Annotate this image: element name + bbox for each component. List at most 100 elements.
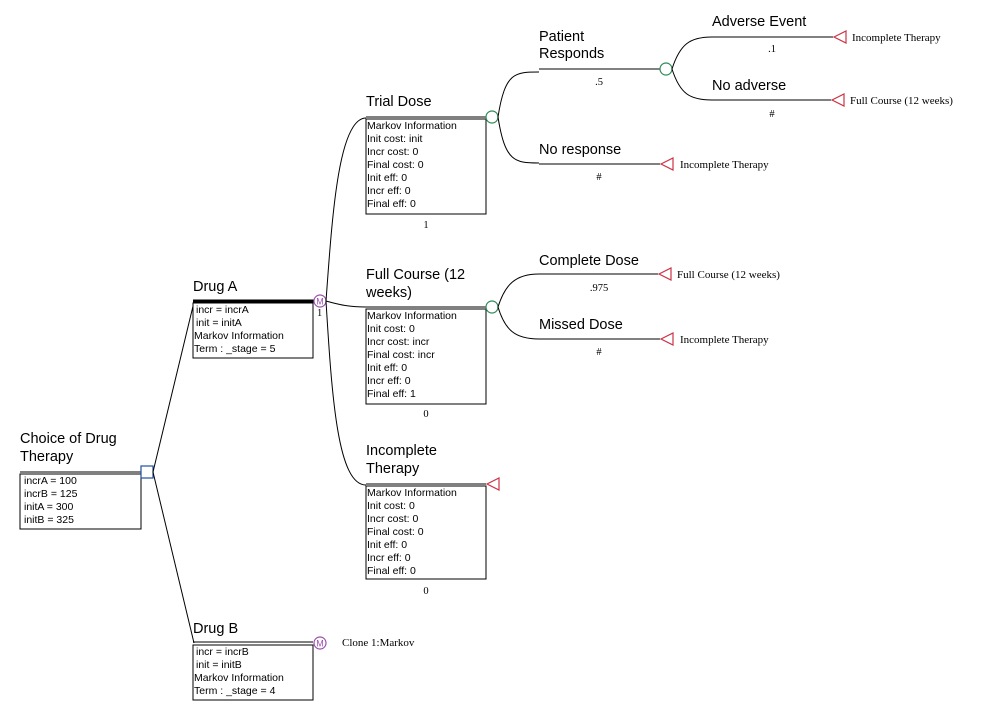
adverse-event-prob: .1 <box>768 44 776 55</box>
trial-dose-box-line: Incr eff: 0 <box>367 185 411 197</box>
markov-node-letter: M <box>316 297 324 307</box>
drug-b-box-line: Term : _stage = 4 <box>194 685 276 697</box>
chance-node-icon[interactable] <box>659 62 673 76</box>
no-response-prob: # <box>596 172 602 183</box>
root-box-line: incrB = 125 <box>24 488 78 500</box>
trial-dose-node-group: Trial Dose Markov Information Init cost:… <box>365 94 499 231</box>
complete-dose-node-group: Complete Dose .975 Full Course (12 weeks… <box>539 253 780 294</box>
trial-dose-box-line: Incr cost: 0 <box>367 146 419 158</box>
drug-b-box-line: incr = incrB <box>196 646 249 658</box>
drug-a-prob: 1 <box>317 308 322 319</box>
incomplete-box-line: Final eff: 0 <box>367 565 416 577</box>
full-course-box-line: Init cost: 0 <box>367 323 415 335</box>
connector-to-drug-a <box>152 301 195 473</box>
full-course-info-box <box>365 308 487 405</box>
trial-dose-prob: 1 <box>423 220 428 231</box>
drug-a-info-box <box>192 302 314 359</box>
drug-a-node-group: Drug A incr = incrA init = initA Markov … <box>192 279 327 359</box>
complete-dose-terminal: Full Course (12 weeks) <box>677 269 780 281</box>
root-label-line-2: Therapy <box>20 449 74 465</box>
no-response-label: No response <box>539 142 621 158</box>
incomplete-box-line: Init eff: 0 <box>367 539 407 551</box>
connector-to-adverse-event <box>671 36 713 70</box>
trial-dose-box-line: Final eff: 0 <box>367 198 416 210</box>
patient-responds-label-line-1: Patient <box>539 29 584 45</box>
patient-responds-label-line-2: Responds <box>539 46 604 62</box>
adverse-event-node-group: Adverse Event .1 Incomplete Therapy <box>712 14 941 55</box>
root-box-line: incrA = 100 <box>24 475 77 487</box>
connector-to-full-course <box>325 300 367 308</box>
full-course-label-line-1: Full Course (12 <box>366 267 465 283</box>
incomplete-box-line: Final cost: 0 <box>367 526 424 538</box>
full-course-box-line: Incr eff: 0 <box>367 375 411 387</box>
trial-dose-box-line: Init eff: 0 <box>367 172 407 184</box>
connector-to-no-adverse <box>671 68 713 101</box>
no-adverse-terminal: Full Course (12 weeks) <box>850 95 953 107</box>
root-box-line: initB = 325 <box>24 514 74 526</box>
full-course-prob: 0 <box>423 409 428 420</box>
full-course-label-line-2: weeks) <box>365 285 412 301</box>
full-course-box-line: Init eff: 0 <box>367 362 407 374</box>
root-box-line: initA = 300 <box>24 501 73 513</box>
drug-a-box-line: Term : _stage = 5 <box>194 343 276 355</box>
full-course-box-line: Final eff: 1 <box>367 388 416 400</box>
connector-to-complete-dose <box>497 273 540 308</box>
patient-responds-node-group: Patient Responds .5 <box>539 29 673 88</box>
full-course-node-group: Full Course (12 weeks) Markov Informatio… <box>365 267 499 420</box>
missed-dose-prob: # <box>596 347 602 358</box>
decision-node-icon[interactable] <box>140 465 154 479</box>
missed-dose-terminal: Incomplete Therapy <box>680 334 769 346</box>
markov-node-icon[interactable] <box>313 636 327 650</box>
root-info-box <box>19 473 142 530</box>
drug-b-box-line: init = initB <box>196 659 242 671</box>
drug-a-box-line: Markov Information <box>194 330 284 342</box>
full-course-box-line: Incr cost: incr <box>367 336 430 348</box>
full-course-box-line: Final cost: incr <box>367 349 435 361</box>
missed-dose-node-group: Missed Dose # Incomplete Therapy <box>539 317 769 358</box>
adverse-event-terminal: Incomplete Therapy <box>852 32 941 44</box>
root-label-line-1: Choice of Drug <box>20 431 117 447</box>
incomplete-box-line: Incr cost: 0 <box>367 513 419 525</box>
drug-a-box-line: init = initA <box>196 317 242 329</box>
no-adverse-prob: # <box>769 109 775 120</box>
no-adverse-label: No adverse <box>712 78 786 94</box>
incomplete-box-line: Markov Information <box>367 487 457 499</box>
patient-responds-prob: .5 <box>595 77 603 88</box>
terminal-node-icon[interactable] <box>659 332 674 346</box>
full-course-box-line: Markov Information <box>367 310 457 322</box>
chance-node-icon[interactable] <box>485 300 499 314</box>
no-adverse-node-group: No adverse # Full Course (12 weeks) <box>712 78 953 120</box>
missed-dose-label: Missed Dose <box>539 317 623 333</box>
connector-to-missed-dose <box>497 306 540 340</box>
complete-dose-label: Complete Dose <box>539 253 639 269</box>
incomplete-box-line: Init cost: 0 <box>367 500 415 512</box>
adverse-event-label: Adverse Event <box>712 14 806 30</box>
no-response-node-group: No response # Incomplete Therapy <box>539 142 769 183</box>
terminal-node-icon[interactable] <box>659 157 674 171</box>
terminal-node-icon[interactable] <box>485 477 500 491</box>
drug-b-info-box <box>192 644 314 701</box>
incomplete-label-line-1: Incomplete <box>366 443 437 459</box>
terminal-node-icon[interactable] <box>832 30 847 44</box>
connector-to-trial-dose <box>325 117 367 302</box>
incomplete-label-line-2: Therapy <box>366 461 420 477</box>
markov-node-letter: M <box>316 639 324 649</box>
drug-b-label: Drug B <box>193 621 238 637</box>
connector-to-patient-responds <box>497 71 540 118</box>
chance-node-icon[interactable] <box>485 110 499 124</box>
incomplete-node-group: Incomplete Therapy Markov Information In… <box>365 443 500 597</box>
drug-a-box-line: incr = incrA <box>196 304 249 316</box>
drug-b-box-line: Markov Information <box>194 672 284 684</box>
no-response-terminal: Incomplete Therapy <box>680 159 769 171</box>
connector-to-incomplete <box>325 300 367 486</box>
connector-to-no-response <box>497 116 540 164</box>
terminal-node-icon[interactable] <box>830 93 845 107</box>
incomplete-info-box <box>365 485 487 580</box>
trial-dose-label: Trial Dose <box>366 94 432 110</box>
terminal-node-icon[interactable] <box>657 267 672 281</box>
trial-dose-box-line: Init cost: init <box>367 133 423 145</box>
trial-dose-box-line: Final cost: 0 <box>367 159 424 171</box>
trial-dose-box-line: Markov Information <box>367 120 457 132</box>
incomplete-box-line: Incr eff: 0 <box>367 552 411 564</box>
